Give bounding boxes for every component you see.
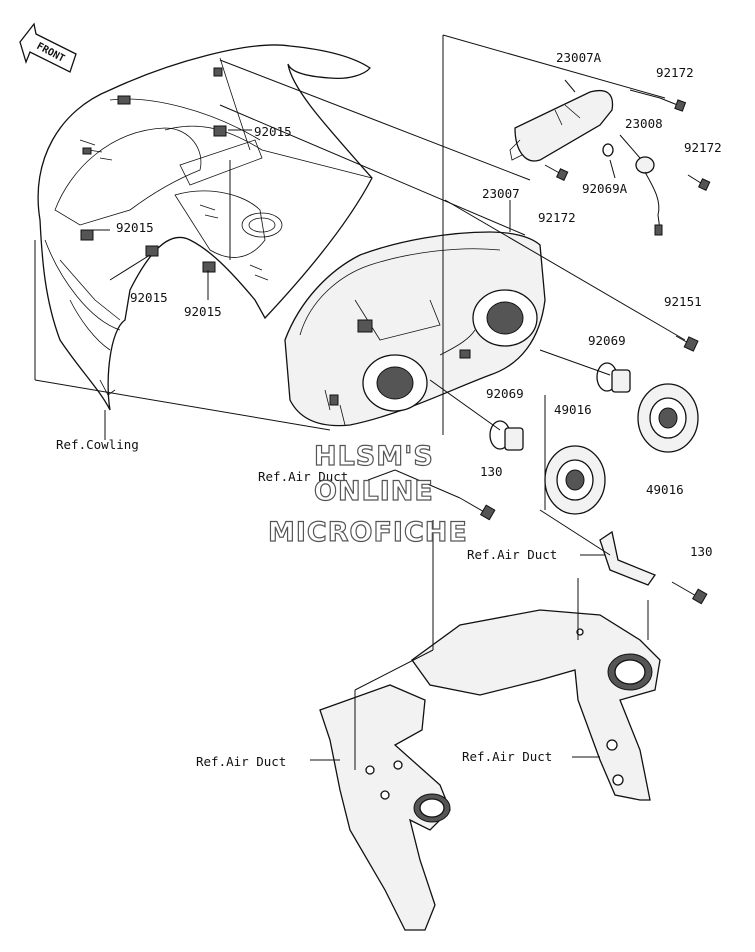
label-23007: 23007 bbox=[482, 186, 520, 201]
bulb-92069-icon bbox=[489, 362, 631, 451]
label-92172-right: 92172 bbox=[684, 140, 722, 155]
label-ref-cowling: Ref.Cowling bbox=[56, 437, 139, 452]
label-92069-lower: 92069 bbox=[486, 386, 524, 401]
rubber-cap-49016-group bbox=[544, 383, 699, 515]
label-49016-left: 49016 bbox=[554, 402, 592, 417]
label-23007a: 23007A bbox=[556, 50, 602, 65]
label-130-upper: 130 bbox=[480, 464, 503, 479]
cowling-illustration bbox=[37, 44, 373, 411]
watermark: HLSM'S ONLINE MICROFICHE bbox=[267, 440, 468, 548]
watermark-line-3: MICROFICHE bbox=[268, 517, 468, 548]
label-92151: 92151 bbox=[664, 294, 702, 309]
leader-lines bbox=[34, 34, 686, 770]
label-92172-bottom: 92172 bbox=[538, 210, 576, 225]
label-ref-air-duct-2: Ref.Air Duct bbox=[467, 547, 557, 562]
label-ref-air-duct-4: Ref.Air Duct bbox=[462, 749, 552, 764]
label-92172-top: 92172 bbox=[656, 65, 694, 80]
label-92015-bottom: 92015 bbox=[184, 304, 222, 319]
bolt-92172-icon bbox=[544, 97, 711, 191]
watermark-line-2: ONLINE bbox=[314, 476, 434, 507]
label-92069a: 92069A bbox=[582, 181, 628, 196]
watermark-line-1: HLSM'S bbox=[314, 441, 434, 472]
label-23008: 23008 bbox=[625, 116, 663, 131]
air-duct-left bbox=[319, 684, 451, 931]
label-ref-air-duct-3: Ref.Air Duct bbox=[196, 754, 286, 769]
label-130-lower: 130 bbox=[690, 544, 713, 559]
label-92015-top: 92015 bbox=[254, 124, 292, 139]
bolt-92151-icon bbox=[675, 335, 699, 352]
label-92015-mid: 92015 bbox=[130, 290, 168, 305]
label-92015-left: 92015 bbox=[116, 220, 154, 235]
cover-23007a bbox=[509, 89, 614, 162]
socket-23008 bbox=[635, 156, 663, 236]
label-49016-right: 49016 bbox=[646, 482, 684, 497]
clip-92015-group bbox=[80, 67, 227, 273]
air-duct-bracket bbox=[599, 530, 657, 586]
air-duct-right bbox=[411, 609, 661, 801]
front-arrow-icon: FRONT bbox=[19, 22, 77, 73]
label-ref-air-duct-1: Ref.Air Duct bbox=[258, 469, 348, 484]
headlight-assembly bbox=[284, 231, 546, 427]
bulb-92069a-icon bbox=[602, 143, 614, 157]
bolt-130-icon bbox=[459, 497, 708, 605]
label-92069-upper: 92069 bbox=[588, 333, 626, 348]
